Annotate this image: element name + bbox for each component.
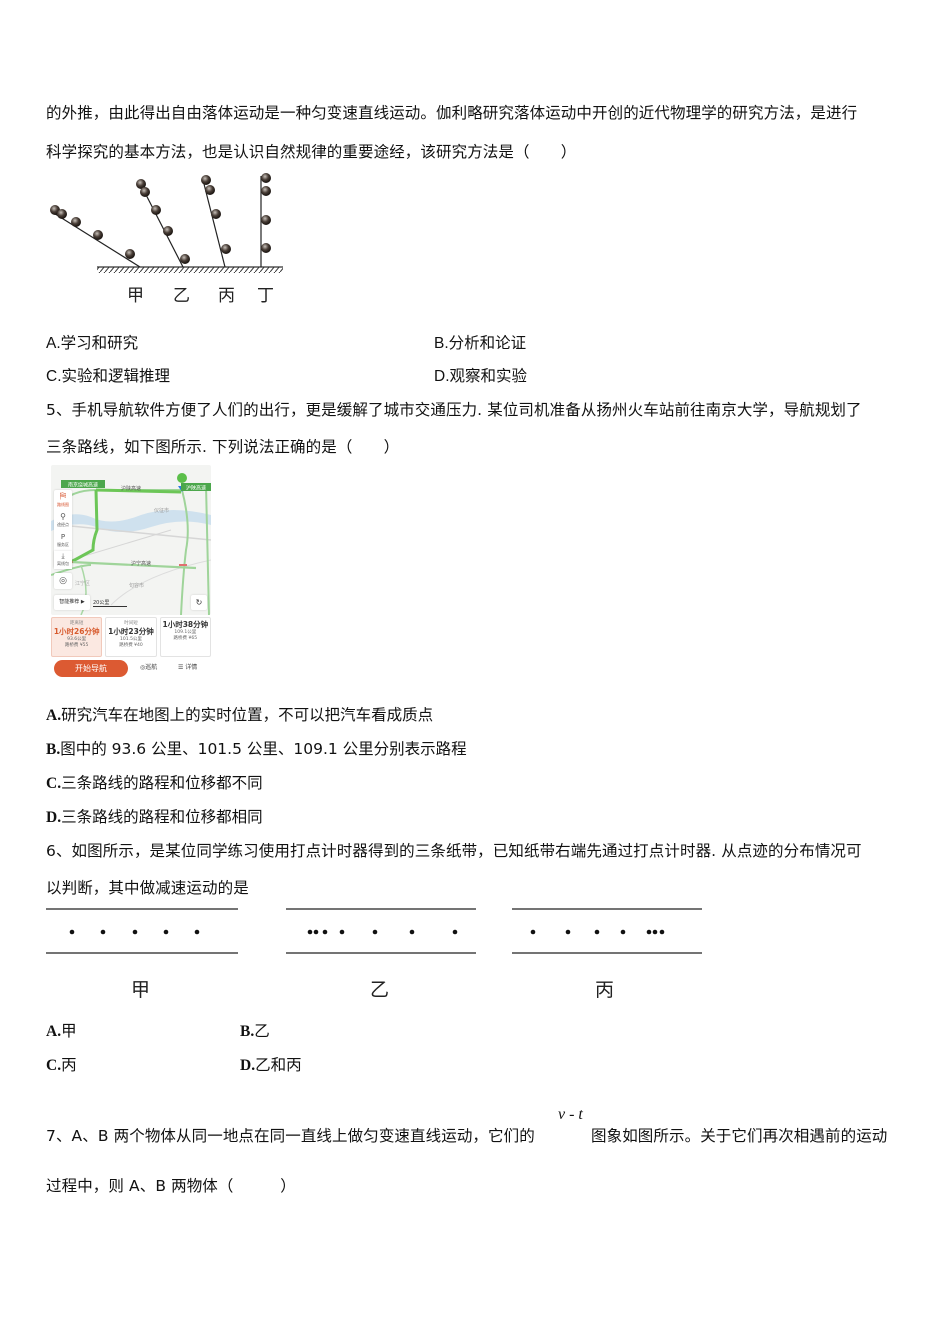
vt-symbol: v - t xyxy=(558,1106,583,1123)
tape-yi-dots xyxy=(307,929,458,935)
route-map-button[interactable]: ⛿路线图 xyxy=(57,492,69,507)
figure-label-bing: 丙 xyxy=(218,286,235,306)
q4-option-c[interactable]: C.实验和逻辑推理 xyxy=(46,367,171,385)
details-button[interactable]: ☰ 详情 xyxy=(178,664,198,671)
svg-text:沪宁高速: 沪宁高速 xyxy=(131,560,151,567)
route-card-3[interactable]: 1小时38分钟 109.1公里 路桥费 ¥65 xyxy=(159,617,211,657)
map-side-panel xyxy=(54,490,72,568)
q6-option-b[interactable]: B.乙 xyxy=(240,1022,270,1040)
q6-stem-line1: 6、如图所示，是某位同学练习使用打点计时器得到的三条纸带，已知纸带右端先通过打点… xyxy=(46,842,862,860)
q7-stem-part2: 图象如图所示。关于它们再次相遇前的运动 xyxy=(591,1127,888,1145)
navigation-map: 南京绕城高速 沪陕高速 沪陕高速 沪宁高速 仪征市 句容市 江宁区 ⛿路线图 ⚲… xyxy=(51,465,211,615)
route-card-2[interactable]: 时间短 1小时23分钟 101.5公里 路桥费 ¥40 xyxy=(105,617,157,657)
cruise-button[interactable]: ◎巡航 xyxy=(140,664,158,671)
svg-text:江宁区: 江宁区 xyxy=(75,580,90,587)
q5-option-b[interactable]: B.图中的 93.6 公里、101.5 公里、109.1 公里分别表示路程 xyxy=(46,740,467,758)
tape-bing-dots xyxy=(530,929,665,935)
start-navigation-button[interactable]: 开始导航 xyxy=(54,660,128,677)
q4-stem-line1: 的外推，由此得出自由落体运动是一种匀变速直线运动。伽利略研究落体运动中开创的近代… xyxy=(46,104,858,122)
tape-label-yi: 乙 xyxy=(370,979,390,1001)
waypoint-button[interactable]: ⚲途经点 xyxy=(57,512,69,527)
smart-recommend-button[interactable]: 智能推荐 ▶ xyxy=(54,595,90,610)
svg-text:仪征市: 仪征市 xyxy=(154,507,169,514)
svg-text:沪陕高速: 沪陕高速 xyxy=(121,485,141,492)
refresh-icon: ↻ xyxy=(195,598,203,607)
q7-stem-part1: 7、A、B 两个物体从同一地点在同一直线上做匀变速直线运动，它们的 xyxy=(46,1127,535,1145)
locate-button[interactable]: ◎ xyxy=(54,573,72,589)
svg-text:句容市: 句容市 xyxy=(129,582,144,589)
q6-option-d[interactable]: D.乙和丙 xyxy=(240,1056,302,1074)
q6-stem-line2: 以判断，其中做减速运动的是 xyxy=(46,879,249,897)
galileo-incline-figure xyxy=(50,173,283,273)
q6-option-c[interactable]: C.丙 xyxy=(46,1056,77,1074)
q4-option-b[interactable]: B.分析和论证 xyxy=(434,334,527,352)
tape-label-bing: 丙 xyxy=(595,979,615,1001)
tape-label-jia: 甲 xyxy=(131,979,151,1001)
figure-label-yi: 乙 xyxy=(173,286,190,306)
map-graphic: 南京绕城高速 沪陕高速 沪陕高速 沪宁高速 仪征市 句容市 江宁区 xyxy=(51,473,211,615)
q6-option-a[interactable]: A.甲 xyxy=(46,1022,77,1040)
route-cards: 距离短 1小时26分钟 93.6公里 路桥费 ¥55 时间短 1小时23分钟 1… xyxy=(51,617,211,657)
map-scale: 20公里 xyxy=(93,599,127,607)
q7-stem-line2: 过程中，则 A、B 两物体（ ） xyxy=(46,1177,296,1195)
figure-label-jia: 甲 xyxy=(127,286,144,306)
q5-stem-line2: 三条路线，如下图所示. 下列说法正确的是（ ） xyxy=(46,438,400,456)
q4-option-d[interactable]: D.观察和实验 xyxy=(434,367,528,385)
tape-jia-dots xyxy=(69,929,200,935)
offline-package-button[interactable]: ⤓离线包 xyxy=(54,551,72,569)
figure-label-ding: 丁 xyxy=(257,286,274,306)
q5-option-d[interactable]: D.三条路线的路程和位移都相同 xyxy=(46,808,263,826)
refresh-button[interactable]: ↻ xyxy=(191,595,207,610)
q4-option-a[interactable]: A.学习和研究 xyxy=(46,334,139,352)
q5-stem-line1: 5、手机导航软件方便了人们的出行，更是缓解了城市交通压力. 某位司机准备从扬州火… xyxy=(46,401,862,419)
route-card-1[interactable]: 距离短 1小时26分钟 93.6公里 路桥费 ¥55 xyxy=(51,617,103,657)
q4-stem-line2: 科学探究的基本方法，也是认识自然规律的重要途经，该研究方法是（ ） xyxy=(46,143,577,161)
locate-icon: ◎ xyxy=(59,576,67,586)
ticker-tapes-figure xyxy=(46,908,702,954)
q5-option-a[interactable]: A.研究汽车在地图上的实时位置，不可以把汽车看成质点 xyxy=(46,706,434,724)
q5-option-c[interactable]: C.三条路线的路程和位移都不同 xyxy=(46,774,263,792)
svg-text:沪陕高速: 沪陕高速 xyxy=(186,485,206,492)
road-label: 南京绕城高速 xyxy=(68,482,98,489)
